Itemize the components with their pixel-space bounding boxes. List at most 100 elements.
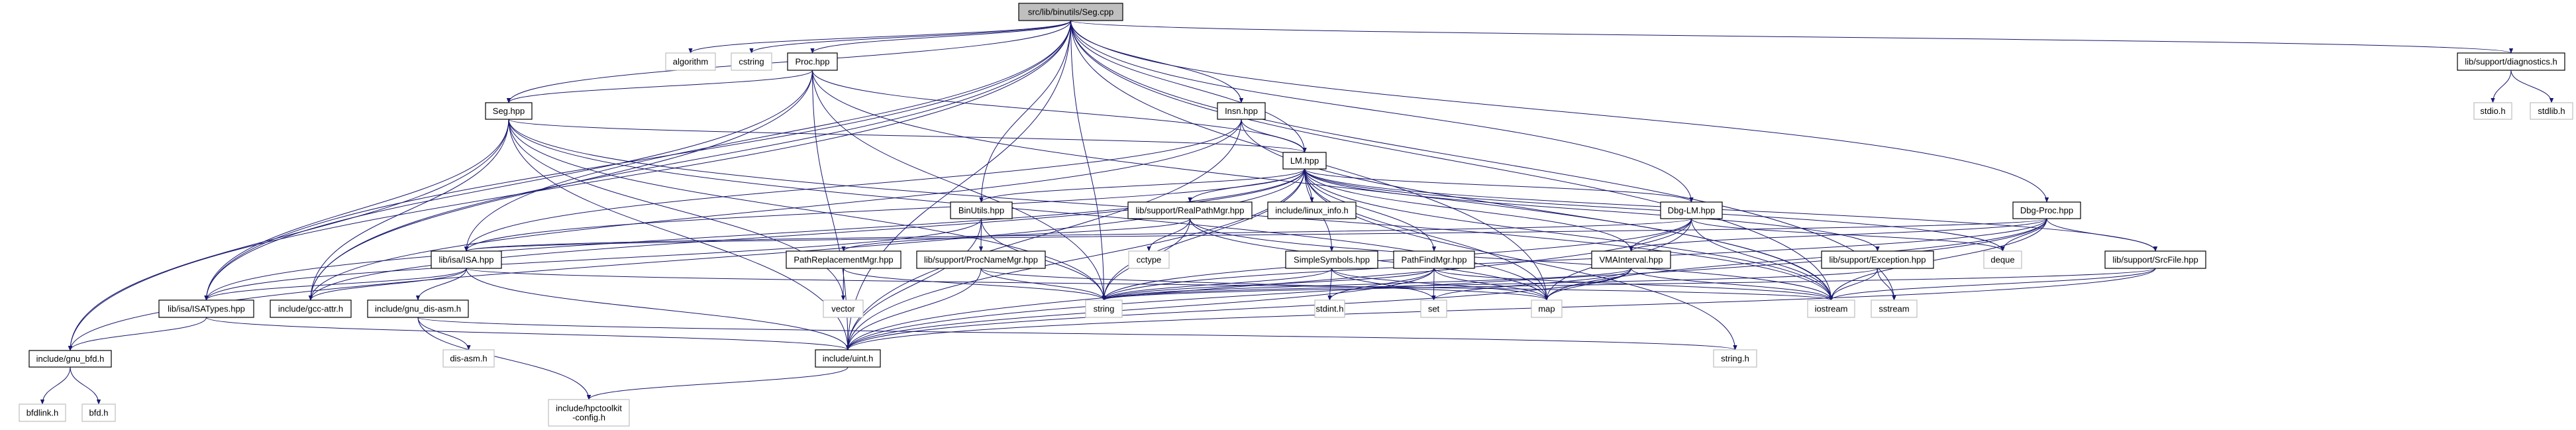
- node-seg-cpp: src/lib/binutils/Seg.cpp: [1018, 3, 1123, 21]
- edge-seg-cpp-to-lm-hpp: [1070, 20, 1307, 153]
- node-label: SimpleSymbols.hpp: [1294, 255, 1370, 265]
- edge-dbg-proc-to-vmainterval: [1629, 218, 2047, 252]
- edge-lm-hpp-to-string: [1102, 168, 1305, 301]
- node-procnamemgr[interactable]: lib/support/ProcNameMgr.hpp: [916, 250, 1046, 269]
- edge-gnu-dis-asm-to-hpctoolkit-config: [417, 317, 592, 400]
- node-box: [1267, 201, 1357, 219]
- node-isatypes[interactable]: lib/isa/ISATypes.hpp: [158, 299, 254, 318]
- node-hpctoolkit-config: include/hpctoolkit-config.h: [548, 399, 630, 427]
- node-box: [158, 299, 254, 318]
- edge-pathreplmgr-to-string: [843, 268, 1106, 301]
- node-lm-hpp[interactable]: LM.hpp: [1282, 152, 1327, 170]
- edge-vmainterval-to-iostream: [1631, 268, 1833, 301]
- edge-seg-cpp-to-iostream: [1070, 20, 1833, 301]
- edge-insn-hpp-to-lm-hpp: [1241, 119, 1307, 153]
- edge-seg-cpp-to-uint-h: [845, 20, 1071, 350]
- node-pathfindmgr[interactable]: PathFindMgr.hpp: [1393, 250, 1475, 269]
- node-box: [442, 349, 495, 368]
- node-cctype: cctype: [1128, 250, 1170, 269]
- node-box: [1821, 250, 1934, 269]
- node-gnu-dis-asm[interactable]: include/gnu_dis-asm.h: [367, 299, 469, 318]
- edge-pathfindmgr-to-stdint-h: [1327, 268, 1435, 301]
- node-proc-hpp[interactable]: Proc.hpp: [787, 52, 838, 71]
- edge-gnu-dis-asm-to-dis-asm-h: [417, 317, 471, 350]
- edge-seg-cpp-to-sstream: [1070, 20, 1896, 301]
- node-vector: vector: [823, 299, 864, 318]
- edge-seg-cpp-to-proc-hpp: [810, 20, 1071, 54]
- node-seg-hpp[interactable]: Seg.hpp: [485, 102, 533, 120]
- edge-seg-hpp-to-lm-hpp: [508, 119, 1307, 153]
- node-label: lib/isa/ISA.hpp: [438, 255, 493, 265]
- edge-isa-hpp-to-gnu-dis-asm: [415, 268, 467, 301]
- node-box: [1217, 102, 1266, 120]
- node-label: string: [1094, 304, 1115, 314]
- edge-dbg-proc-to-uint-h: [845, 218, 2047, 350]
- edge-realpathmgr-to-pathreplmgr: [841, 218, 1190, 252]
- edge-dbg-proc-to-isa-hpp: [464, 218, 2047, 252]
- node-diagnostics-h[interactable]: lib/support/diagnostics.h: [2457, 52, 2565, 71]
- node-box: [1713, 349, 1757, 368]
- node-label: Proc.hpp: [795, 57, 829, 67]
- node-label: bfdlink.h: [26, 408, 58, 418]
- node-label: stdio.h: [2480, 106, 2505, 116]
- edge-binutils-hpp-to-isatypes: [204, 218, 982, 301]
- node-algorithm: algorithm: [665, 52, 716, 71]
- node-vmainterval[interactable]: VMAInterval.hpp: [1591, 250, 1671, 269]
- node-dbg-proc[interactable]: Dbg-Proc.hpp: [2012, 201, 2081, 219]
- node-box: [19, 403, 66, 422]
- node-label: cstring: [739, 57, 764, 67]
- node-dis-asm-h: dis-asm.h: [442, 349, 495, 368]
- nodes-layer: src/lib/binutils/Seg.cpp algorithm cstring…: [19, 3, 2573, 427]
- node-dbg-lm[interactable]: Dbg-LM.hpp: [1660, 201, 1723, 219]
- node-gnu-bfd[interactable]: include/gnu_bfd.h: [28, 350, 112, 368]
- node-insn-hpp[interactable]: Insn.hpp: [1217, 102, 1266, 120]
- node-label: LM.hpp: [1290, 156, 1319, 166]
- node-label: src/lib/binutils/Seg.cpp: [1028, 7, 1113, 17]
- node-stdint-h: stdint.h: [1314, 299, 1345, 318]
- edge-insn-hpp-to-uint-h: [845, 119, 1242, 350]
- node-label: include/gnu_dis-asm.h: [375, 304, 461, 314]
- edge-seg-cpp-to-diagnostics-h: [1070, 20, 2513, 54]
- node-map: map: [1531, 299, 1563, 318]
- node-simplesymbols[interactable]: SimpleSymbols.hpp: [1285, 250, 1378, 269]
- node-realpathmgr[interactable]: lib/support/RealPathMgr.hpp: [1127, 201, 1253, 219]
- node-box: [2457, 52, 2565, 71]
- node-box: [431, 250, 502, 269]
- edge-seg-hpp-to-isatypes: [204, 119, 509, 301]
- node-exception-hpp[interactable]: lib/support/Exception.hpp: [1821, 250, 1934, 269]
- node-srcfile[interactable]: lib/support/SrcFile.hpp: [2104, 250, 2206, 269]
- node-box: [1660, 201, 1723, 219]
- node-label: stdlib.h: [2538, 106, 2565, 116]
- node-box: [1085, 299, 1123, 318]
- node-string: string: [1085, 299, 1123, 318]
- edge-lm-hpp-to-isa-hpp: [464, 168, 1305, 252]
- node-label: sstream: [1879, 304, 1909, 314]
- edge-pathfindmgr-to-uint-h: [845, 268, 1435, 350]
- edge-vmainterval-to-uint-h: [845, 268, 1631, 350]
- edge-seg-hpp-to-gcc-attr: [308, 119, 509, 301]
- node-gcc-attr[interactable]: include/gcc-attr.h: [270, 299, 352, 318]
- node-label: include/linux_info.h: [1275, 205, 1349, 215]
- edge-lm-hpp-to-vmainterval: [1304, 168, 1633, 252]
- node-stdlib-h: stdlib.h: [2530, 102, 2573, 120]
- edge-srcfile-to-iostream: [1829, 268, 2156, 301]
- edge-isa-hpp-to-iostream: [466, 268, 1833, 301]
- edge-vmainterval-to-set: [1431, 268, 1631, 301]
- edge-seg-cpp-to-gcc-attr: [308, 20, 1071, 301]
- node-box: [1591, 250, 1671, 269]
- node-box: [1285, 250, 1378, 269]
- node-label: deque: [1990, 255, 2014, 265]
- node-box: [1983, 250, 2022, 269]
- edge-lm-hpp-to-dbg-lm: [1304, 168, 1694, 203]
- edge-seg-cpp-to-cstring: [749, 20, 1071, 54]
- node-binutils-hpp[interactable]: BinUtils.hpp: [950, 201, 1013, 219]
- node-label: include/hpctoolkit: [556, 403, 622, 413]
- node-isa-hpp[interactable]: lib/isa/ISA.hpp: [431, 250, 502, 269]
- node-label: lib/isa/ISATypes.hpp: [168, 304, 245, 314]
- edge-exception-hpp-to-sstream: [1877, 268, 1896, 301]
- node-pathreplmgr[interactable]: PathReplacementMgr.hpp: [786, 250, 902, 269]
- node-box: [1127, 201, 1253, 219]
- edge-proc-hpp-to-iostream: [812, 70, 1833, 301]
- node-linux-info[interactable]: include/linux_info.h: [1267, 201, 1357, 219]
- node-uint-h[interactable]: include/uint.h: [815, 349, 881, 368]
